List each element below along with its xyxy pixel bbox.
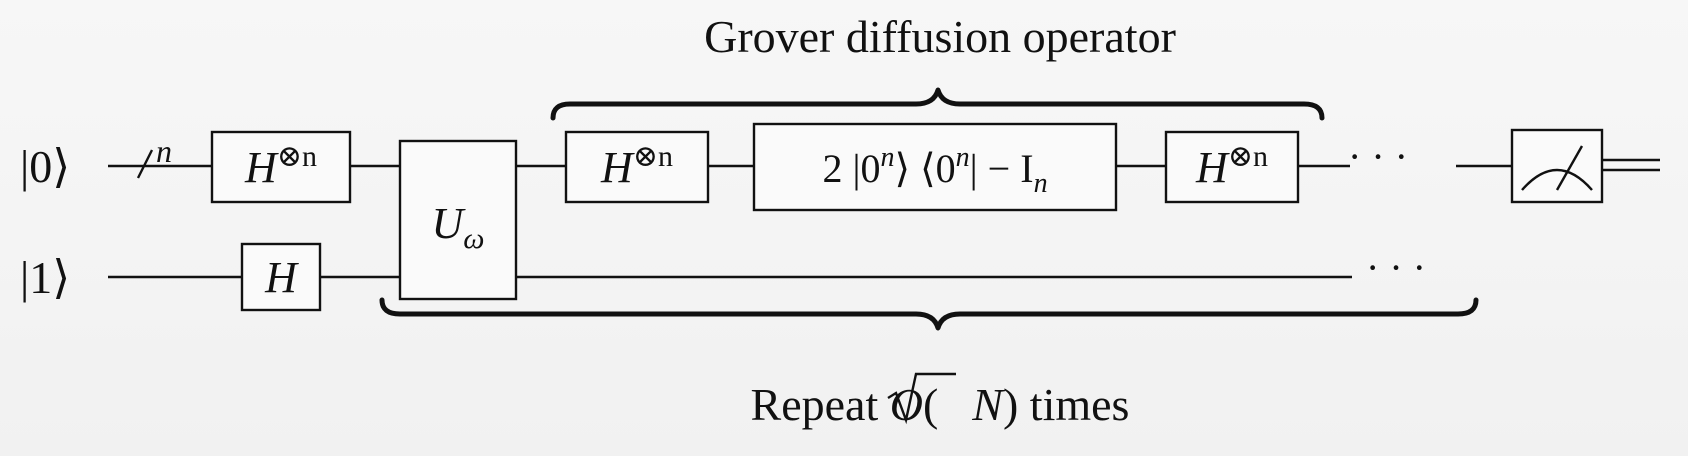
- hadamard-n-gate-initial: H⊗n: [210, 130, 352, 204]
- ellipsis-q0: · · ·: [1348, 134, 1408, 179]
- classical-output-wire: [1602, 158, 1660, 172]
- svg-text:H: H: [264, 253, 299, 302]
- meter-arc-icon: [1521, 168, 1593, 191]
- reflection-gate: 2 |0n⟩ ⟨0n| − In: [752, 122, 1118, 212]
- register-slash: [136, 149, 154, 179]
- meter-needle-icon: [1555, 145, 1584, 191]
- repeat-label: Repeat O(N) times: [751, 372, 1130, 430]
- svg-text:H⊗n: H⊗n: [600, 140, 673, 192]
- hadamard-n-gate-diffusion-1: H⊗n: [564, 130, 710, 204]
- sqrt-radical-icon: [887, 372, 956, 425]
- svg-text:2 |0n⟩ ⟨0n| − In: 2 |0n⟩ ⟨0n| − In: [822, 142, 1047, 199]
- repeat-brace: [379, 297, 1479, 331]
- diffusion-label: Grover diffusion operator: [704, 11, 1176, 62]
- measurement-gate: [1510, 128, 1604, 204]
- svg-text:H⊗n: H⊗n: [244, 140, 317, 192]
- hadamard-gate: H: [240, 242, 322, 312]
- input-ket-1: |1⟩: [20, 252, 70, 303]
- input-ket-0: |0⟩: [20, 141, 70, 192]
- svg-text:Uω: Uω: [432, 199, 485, 255]
- oracle-gate: Uω: [398, 139, 518, 301]
- ellipsis-q1: · · ·: [1366, 245, 1426, 290]
- svg-text:Repeat O(N) times: Repeat O(N) times: [751, 379, 1130, 430]
- diffusion-brace: [550, 87, 1325, 121]
- svg-text:H⊗n: H⊗n: [1195, 140, 1268, 192]
- hadamard-n-gate-diffusion-2: H⊗n: [1164, 130, 1300, 204]
- register-width-label: n: [156, 133, 172, 169]
